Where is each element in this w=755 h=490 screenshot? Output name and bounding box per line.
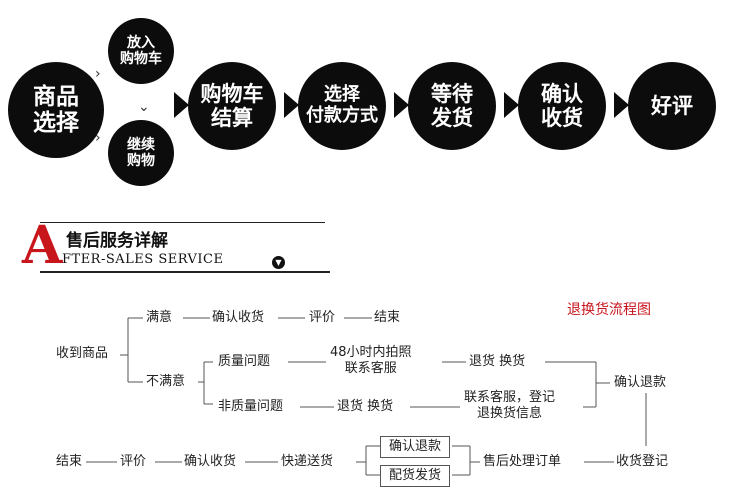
node-end: 结束 — [374, 310, 401, 326]
node-receive-goods: 收到商品 — [56, 346, 109, 362]
return-flow-title: 退换货流程图 — [567, 302, 651, 318]
arrow-right-icon — [614, 92, 629, 118]
banner-top-rule — [40, 222, 325, 223]
step-select-product: 商品 选择 — [8, 62, 104, 158]
arrow-right-icon — [394, 92, 409, 118]
step-await-shipping: 等待 发货 — [408, 62, 496, 150]
arrow-right-icon — [284, 92, 299, 118]
node-review: 评价 — [309, 310, 336, 326]
banner-bottom-rule — [40, 271, 330, 273]
node-satisfied: 满意 — [146, 310, 173, 326]
step-cart-checkout: 购物车 结算 — [188, 62, 276, 150]
step-confirm-receipt: 确认 收货 — [518, 62, 606, 150]
node-confirm-refund-box: 确认退款 — [380, 436, 451, 458]
node-confirm-receipt-2: 确认收货 — [184, 454, 237, 470]
chevron-right-icon: › — [95, 130, 101, 146]
node-return-exchange-2: 退货 换货 — [337, 399, 394, 415]
node-review-2: 评价 — [120, 454, 147, 470]
node-photo-contact-service: 48小时内拍照 联系客服 — [330, 345, 412, 377]
node-return-exchange: 退货 换货 — [469, 354, 526, 370]
step-choose-payment: 选择 付款方式 — [298, 62, 386, 150]
after-sales-title: 售后服务详解 — [66, 231, 168, 251]
node-confirm-refund: 确认退款 — [614, 375, 667, 391]
node-non-quality-issue: 非质量问题 — [218, 399, 284, 415]
node-unsatisfied: 不满意 — [146, 374, 186, 390]
node-quality-issue: 质量问题 — [218, 354, 271, 370]
arrow-right-icon — [504, 92, 519, 118]
after-sales-logo-letter: A — [22, 215, 63, 276]
node-aftersales-order: 售后处理订单 — [483, 454, 562, 470]
node-end-2: 结束 — [56, 454, 83, 470]
down-triangle-icon: ▼ — [272, 256, 285, 269]
step-add-to-cart: 放入 购物车 — [108, 18, 174, 84]
chevron-down-icon: ⌄ — [138, 99, 150, 115]
chevron-right-icon: › — [95, 66, 101, 82]
step-good-review: 好评 — [628, 62, 716, 150]
node-express-ship: 快递送货 — [281, 454, 334, 470]
step-continue-shopping: 继续 购物 — [108, 120, 174, 186]
arrow-right-icon — [174, 92, 189, 118]
node-receive-register: 收货登记 — [616, 454, 669, 470]
node-contact-register: 联系客服，登记 退换货信息 — [464, 390, 556, 422]
node-confirm-receipt: 确认收货 — [212, 310, 265, 326]
node-ship-replacement: 配货发货 — [380, 465, 451, 487]
after-sales-subtitle: FTER-SALES SERVICE — [62, 252, 224, 267]
